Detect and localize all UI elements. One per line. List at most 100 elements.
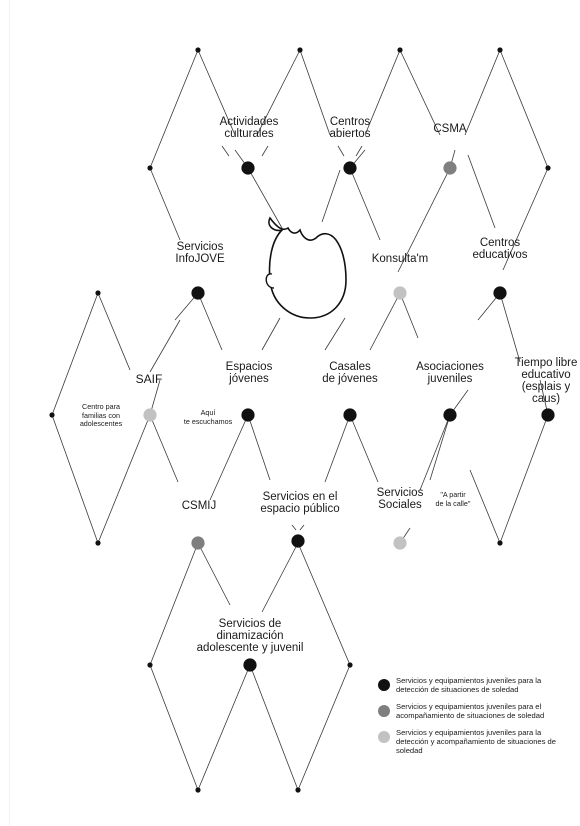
node-konsultam	[393, 286, 407, 300]
connector-line-35	[324, 414, 351, 483]
label-centros-abiertos: Centros abiertos	[329, 116, 371, 140]
connector-line-33	[209, 414, 249, 501]
junction-dot-5	[545, 165, 551, 171]
connector-line-48	[149, 664, 199, 791]
node-centros-abiertos	[343, 161, 357, 175]
connector-line-39	[499, 414, 549, 544]
connector-line-25	[324, 317, 346, 351]
node-actividades-culturales	[241, 161, 255, 175]
node-tiempo-libre	[541, 408, 555, 422]
legend-item-both: Servicios y equipamientos juveniles para…	[378, 728, 568, 756]
junction-dot-13	[295, 787, 301, 793]
connector-line-47	[469, 469, 501, 544]
node-csma	[443, 161, 457, 175]
label-espacios-jovenes: Espacios jóvenes	[225, 361, 273, 385]
connector-line-4	[364, 49, 401, 136]
connector-line-21	[399, 292, 419, 339]
junction-dot-11	[347, 662, 353, 668]
connector-line-50	[249, 664, 299, 791]
label-actividades-culturales: Actividades culturales	[219, 116, 279, 140]
label-servicios-dinamizacion: Servicios de dinamización adolescente y …	[196, 618, 304, 654]
connector-line-52	[221, 145, 230, 157]
junction-dot-12	[195, 787, 201, 793]
label-csmij: CSMIJ	[181, 500, 217, 512]
connector-line-29	[97, 414, 151, 544]
connector-line-28	[51, 414, 99, 544]
connector-line-53	[261, 145, 269, 157]
legend-dot-both	[378, 730, 390, 743]
connector-line-16	[467, 154, 496, 229]
node-asociaciones-juveniles	[443, 408, 457, 422]
connector-line-57	[299, 524, 305, 531]
page-edge-line	[9, 0, 10, 826]
annotation-centro-familias: Centro para familias con adolescentes	[79, 402, 123, 428]
connector-line-43	[197, 542, 231, 606]
node-servicios-sociales	[393, 536, 407, 550]
connector-line-6	[464, 49, 501, 136]
connector-line-8	[149, 167, 181, 241]
node-centros-educativos	[493, 286, 507, 300]
connector-line-42	[149, 542, 199, 666]
connector-line-1	[197, 49, 236, 136]
node-saif	[143, 408, 157, 422]
connector-line-10	[247, 167, 283, 229]
connector-line-41	[419, 414, 451, 491]
connector-line-49	[197, 664, 251, 791]
connector-line-24	[261, 317, 281, 351]
label-casales-jovenes: Casales de jóvenes	[322, 361, 378, 385]
annotation-aqui-escuchamos: Aquí te escuchamos	[183, 408, 233, 426]
junction-dot-10	[147, 662, 153, 668]
label-servicios-espacio-publico: Servicios en el espacio público	[260, 491, 340, 515]
connector-line-11	[321, 169, 341, 223]
legend-dot-accompaniment	[378, 704, 390, 717]
connector-line-55	[355, 145, 363, 157]
connector-line-51	[297, 664, 351, 791]
connector-line-0	[149, 49, 199, 169]
junction-dot-2	[397, 47, 403, 53]
label-servicios-infojove: Servicios InfoJOVE	[175, 241, 225, 265]
connector-line-19	[197, 292, 223, 351]
label-centros-educativos: Centros educativos	[472, 237, 528, 261]
junction-dot-8	[95, 540, 101, 546]
label-asociaciones-juveniles: Asociaciones juveniles	[416, 361, 484, 385]
junction-dot-0	[195, 47, 201, 53]
annotation-a-partir-calle: "A partir de la calle"	[435, 490, 471, 508]
junction-dot-9	[497, 540, 503, 546]
legend-item-detection: Servicios y equipamientos juveniles para…	[378, 676, 568, 695]
node-servicios-espacio-publico	[291, 534, 305, 548]
connector-line-37	[429, 414, 451, 481]
connector-line-31	[149, 319, 181, 373]
connector-line-36	[349, 414, 379, 483]
node-csmij	[191, 536, 205, 550]
node-servicios-infojove	[191, 286, 205, 300]
connector-line-45	[297, 542, 351, 666]
connector-line-13	[349, 167, 381, 241]
connector-line-2	[256, 49, 301, 136]
node-casales-jovenes	[343, 408, 357, 422]
connector-line-26	[51, 292, 99, 416]
label-konsultam: Konsulta'm	[371, 253, 429, 265]
connector-line-34	[247, 414, 271, 481]
junction-dot-4	[147, 165, 153, 171]
label-saif: SAIF	[135, 372, 163, 386]
connector-line-32	[149, 414, 179, 483]
connector-line-56	[291, 524, 297, 531]
legend-text-accompaniment: Servicios y equipamientos juveniles para…	[396, 701, 545, 721]
junction-dot-3	[497, 47, 503, 53]
junction-dot-1	[297, 47, 303, 53]
junction-dot-7	[49, 412, 55, 418]
connector-line-20	[369, 292, 401, 351]
label-servicios-sociales: Servicios Sociales	[376, 487, 424, 511]
connector-line-15	[397, 167, 451, 273]
connector-line-44	[261, 542, 299, 613]
connector-line-27	[97, 292, 131, 371]
connector-line-54	[337, 145, 345, 157]
connector-line-17	[502, 167, 549, 271]
node-servicios-dinamizacion	[243, 658, 257, 672]
head-ear	[265, 273, 275, 289]
label-csma: CSMA	[433, 123, 467, 135]
junction-dot-6	[95, 290, 101, 296]
connector-line-23	[499, 292, 521, 363]
